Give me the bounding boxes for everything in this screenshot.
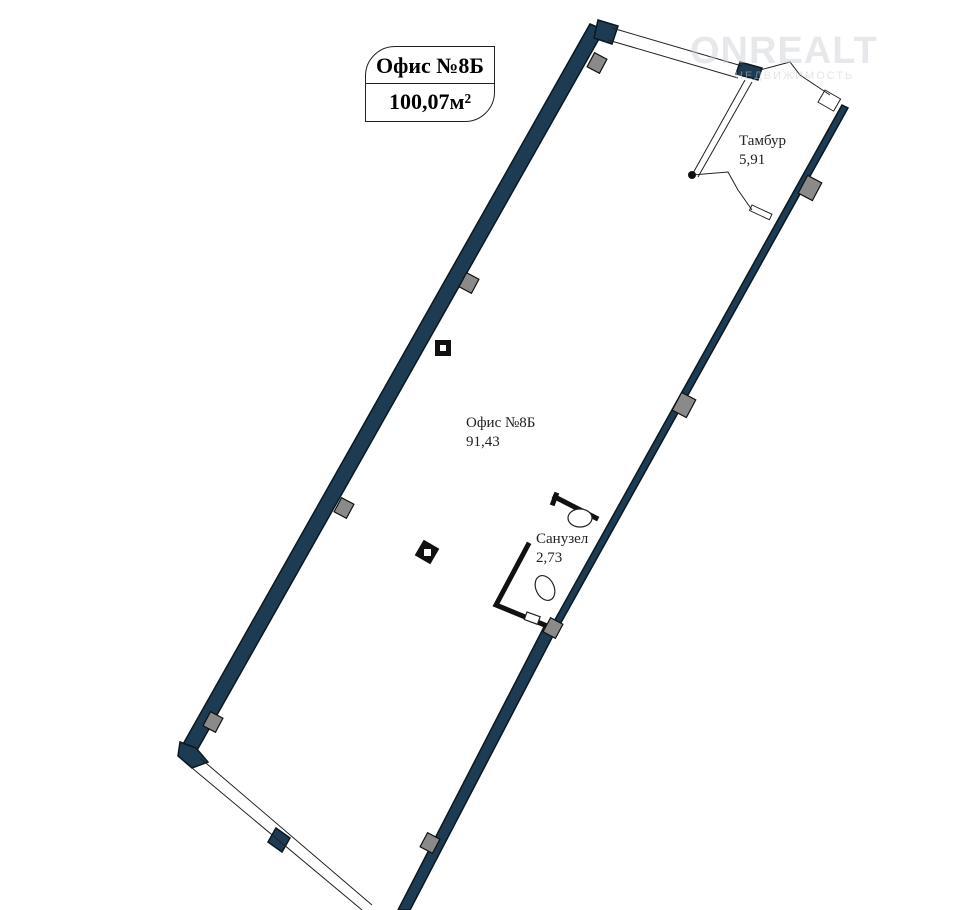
plan-title-box: Офис №8Б 100,07м² bbox=[365, 46, 495, 122]
toilet bbox=[534, 575, 556, 601]
room-name: Тамбур bbox=[739, 133, 786, 149]
corner-top bbox=[593, 19, 619, 45]
room-name: Офис №8Б bbox=[466, 415, 536, 431]
plan-title: Офис №8Б bbox=[366, 47, 494, 84]
watermark-brand: ONREALT bbox=[690, 30, 878, 72]
corner-top-right bbox=[735, 61, 763, 81]
room-label-bathroom: Санузел 2,73 bbox=[536, 530, 588, 568]
watermark-subtitle: НЕДВИЖИМОСТЬ bbox=[735, 70, 855, 82]
plan-total-area: 100,07м² bbox=[388, 89, 472, 114]
room-area: 2,73 bbox=[536, 550, 563, 566]
room-area: 5,91 bbox=[739, 152, 766, 168]
wall-right-lower bbox=[397, 624, 558, 910]
pier-bottom bbox=[267, 826, 291, 854]
sink bbox=[567, 508, 593, 528]
room-name: Санузел bbox=[536, 531, 589, 547]
corner-bottom-left bbox=[177, 740, 210, 769]
room-label-vestibule: Тамбур 5,91 bbox=[739, 132, 786, 170]
room-area: 91,43 bbox=[466, 434, 500, 450]
room-label-office: Офис №8Б 91,43 bbox=[466, 414, 535, 452]
